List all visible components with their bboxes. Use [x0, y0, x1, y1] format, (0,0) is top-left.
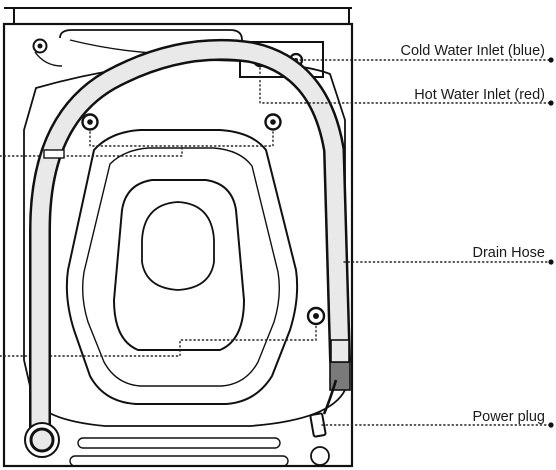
- top-left-screw: [32, 38, 63, 67]
- callout-leaders: [259, 57, 554, 428]
- label-cold-water-inlet: Cold Water Inlet (blue): [400, 43, 545, 59]
- drain-hose: [29, 38, 351, 443]
- power-cord: [309, 379, 338, 466]
- bottom-grille: [69, 437, 289, 467]
- power-plug: [309, 412, 327, 438]
- transit-bolt-lower-right: [306, 306, 326, 326]
- drum-window: [112, 179, 246, 351]
- label-drain-hose: Drain Hose: [472, 245, 545, 261]
- drain-hose-end: [24, 422, 60, 458]
- transit-bolt-upper-right: [264, 113, 282, 131]
- rear-access-cover: [65, 129, 299, 405]
- label-power-plug: Power plug: [472, 409, 545, 425]
- transit-bolt-upper-left: [81, 113, 99, 131]
- label-hot-water-inlet: Hot Water Inlet (red): [414, 87, 545, 103]
- power-socket: [310, 446, 330, 466]
